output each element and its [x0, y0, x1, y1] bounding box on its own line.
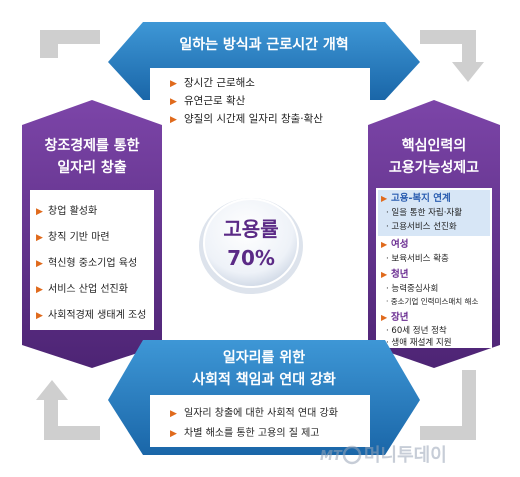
arrow-top-left: [40, 30, 100, 58]
top-panel: [150, 68, 370, 132]
top-item: 장시간 근로해소: [184, 76, 255, 89]
right-item: · 60세 정년 정착: [386, 325, 447, 336]
right-hexagon: [368, 100, 500, 368]
top-list: ▶ 장시간 근로해소 ▶ 유연근로 확산 ▶ 양질의 시간제 일자리 창출·확산: [170, 76, 323, 125]
top-title: 일하는 방식과 근로시간 개혁: [179, 36, 348, 53]
left-title-line2: 일자리 창출: [57, 159, 126, 176]
watermark-prefix: MT: [320, 449, 343, 464]
left-item: 창업 활성화: [48, 204, 97, 217]
right-group-heading: 여성: [391, 238, 408, 250]
watermark-logo-icon: [342, 445, 362, 465]
right-highlight: [378, 190, 490, 236]
right-item: · 보육서비스 확충: [386, 253, 449, 264]
bullet-icon: ▶: [381, 194, 388, 203]
left-list: ▶ 창업 활성화 ▶ 창직 기반 마련 ▶ 혁신형 중소기업 육성 ▶ 서비스 …: [36, 204, 146, 321]
watermark-text: 머니투데이: [364, 445, 447, 466]
right-item: · 일을 통한 자립·자활: [386, 207, 462, 218]
bottom-title-line1: 일자리를 위한: [223, 350, 305, 366]
bullet-icon: ▶: [36, 207, 43, 217]
bottom-item: 차별 해소를 통한 고용의 질 제고: [184, 426, 320, 439]
arrow-top-right: [420, 30, 484, 82]
bullet-icon: ▶: [170, 97, 177, 107]
left-item: 창직 기반 마련: [48, 231, 110, 243]
right-group-heading: 고용-복지 연계: [391, 192, 451, 204]
bottom-item: 일자리 창출에 대한 사회적 연대 강화: [184, 407, 338, 419]
bullet-icon: ▶: [36, 311, 43, 321]
bottom-panel: [150, 395, 370, 447]
bottom-hexagon: [108, 340, 420, 455]
left-hexagon: [22, 100, 162, 368]
left-item: 사회적경제 생태계 조성: [48, 308, 146, 321]
right-title-line1: 핵심인력의: [402, 137, 466, 154]
center-hub: [199, 198, 303, 294]
bullet-icon: ▶: [36, 285, 43, 295]
left-item: 서비스 산업 선진화: [48, 282, 128, 295]
left-title-line1: 창조경제를 통한: [44, 137, 139, 154]
arrow-bottom-right: [420, 370, 476, 440]
bullet-icon: ▶: [170, 79, 177, 89]
arrow-bottom-left: [36, 380, 100, 440]
top-hexagon: [108, 22, 420, 132]
bottom-title-line2: 사회적 책임과 연대 강화: [192, 371, 336, 388]
left-panel: [30, 190, 154, 330]
right-list: ▶ 고용-복지 연계 · 일을 통한 자립·자활 · 고용서비스 선진화 ▶ 여…: [381, 192, 478, 348]
right-item: · 생애 재설계 지원: [386, 337, 452, 348]
center-title: 고용률: [223, 217, 278, 241]
right-item: · 중소기업 인력미스매치 해소: [386, 296, 478, 306]
bottom-list: ▶ 일자리 창출에 대한 사회적 연대 강화 ▶ 차별 해소를 통한 고용의 질…: [170, 407, 338, 439]
right-item: · 능력중심사회: [386, 283, 438, 294]
bullet-icon: ▶: [381, 240, 388, 249]
right-group-heading: 장년: [391, 311, 408, 323]
right-title-line2: 고용가능성제고: [389, 160, 479, 176]
top-item: 유연근로 확산: [184, 94, 246, 107]
bullet-icon: ▶: [170, 409, 177, 419]
top-item: 양질의 시간제 일자리 창출·확산: [184, 112, 323, 125]
bullet-icon: ▶: [170, 429, 177, 439]
right-group-heading: 청년: [391, 268, 408, 280]
bullet-icon: ▶: [170, 115, 177, 125]
watermark: MT 머니투데이: [320, 445, 447, 466]
bullet-icon: ▶: [36, 259, 43, 269]
center-rate: 70%: [227, 246, 275, 270]
left-item: 혁신형 중소기업 육성: [48, 256, 137, 269]
bullet-icon: ▶: [36, 233, 43, 243]
right-item: · 고용서비스 선진화: [386, 221, 457, 232]
cycle-arrows: [36, 30, 484, 440]
bullet-icon: ▶: [381, 313, 388, 322]
bullet-icon: ▶: [381, 270, 388, 279]
